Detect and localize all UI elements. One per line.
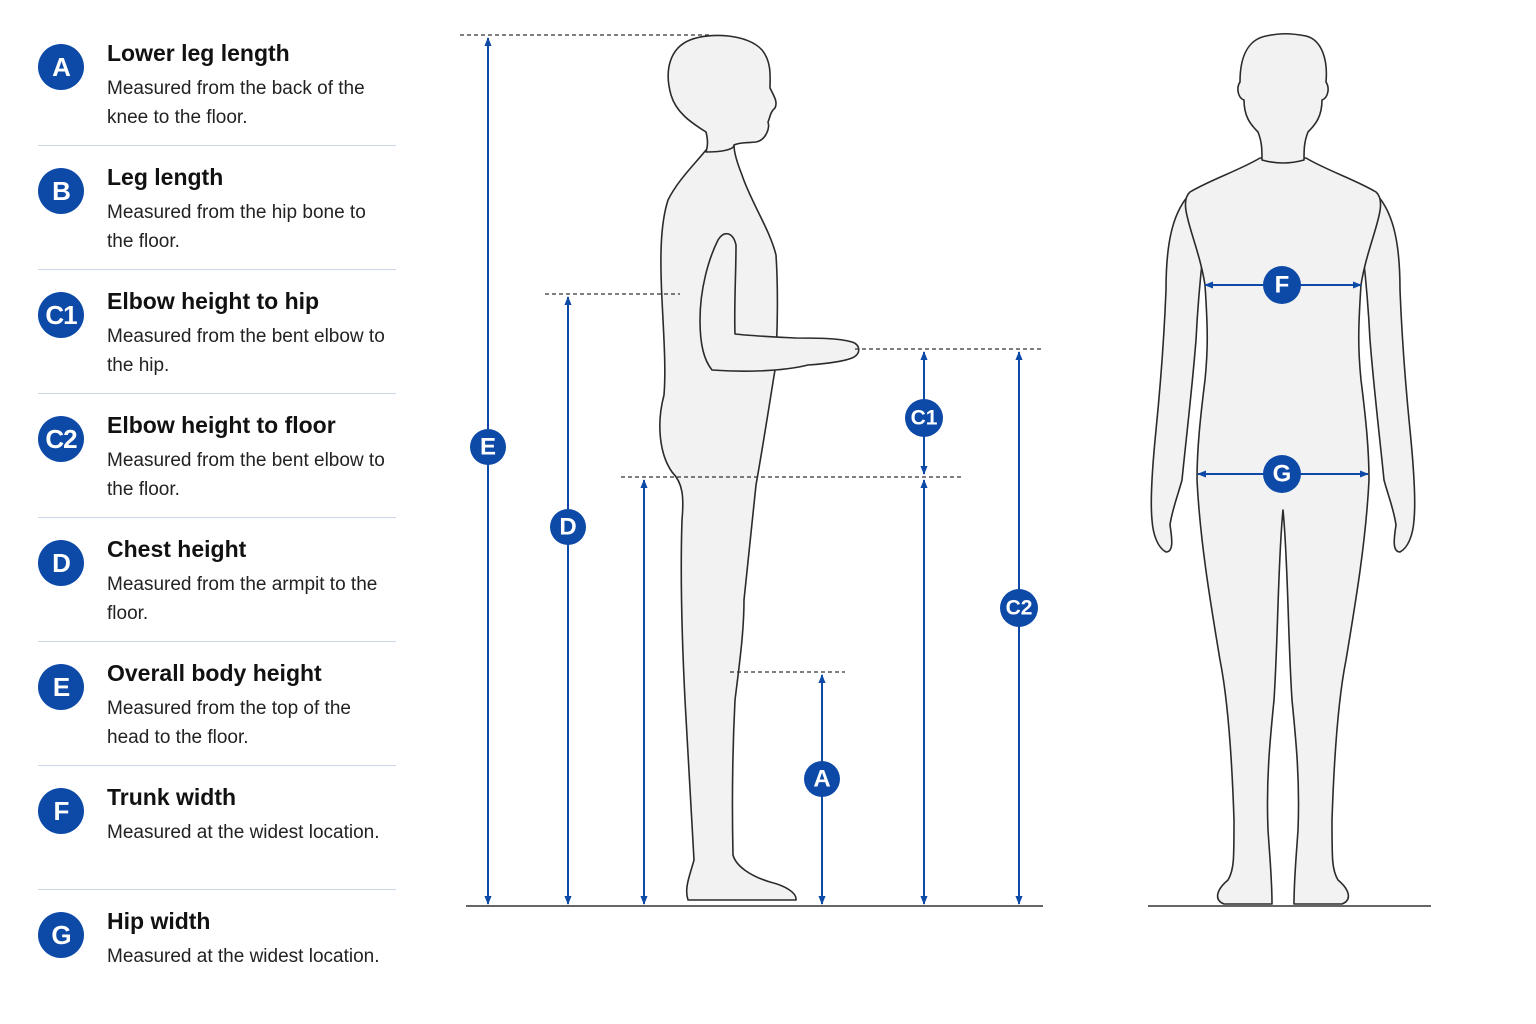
marker-g-label: G xyxy=(1273,461,1292,488)
marker-a-label: A xyxy=(813,766,830,793)
legend-title-e: Overall body height xyxy=(107,660,322,686)
legend-item-c2: C2 Elbow height to floor Measured from t… xyxy=(38,394,396,518)
legend-item-a: A Lower leg length Measured from the bac… xyxy=(38,22,396,146)
marker-g: G xyxy=(1263,455,1301,493)
marker-c2: C2 xyxy=(1000,589,1038,627)
legend-title-b: Leg length xyxy=(107,164,224,190)
legend-desc-g: Measured at the widest location. xyxy=(107,946,380,967)
marker-d: D xyxy=(550,509,586,545)
legend-badge-b: B xyxy=(38,168,84,214)
marker-e: E xyxy=(470,429,506,465)
legend-desc-a: Measured from the back of the knee to th… xyxy=(107,78,365,128)
legend-item-b: B Leg length Measured from the hip bone … xyxy=(38,146,396,270)
marker-f-circle xyxy=(1263,266,1301,304)
legend-desc-c1: Measured from the bent elbow to the hip. xyxy=(107,326,385,376)
marker-d-circle xyxy=(550,509,586,545)
marker-a: A xyxy=(804,761,840,797)
legend-title-a: Lower leg length xyxy=(107,40,290,66)
legend-item-e: E Overall body height Measured from the … xyxy=(38,642,396,766)
legend-desc-f: Measured at the widest location. xyxy=(107,822,380,843)
marker-f-label: F xyxy=(1275,272,1290,299)
legend-item-f: F Trunk width Measured at the widest loc… xyxy=(38,766,396,890)
legend-badge-d: D xyxy=(38,540,84,586)
legend-desc-d: Measured from the armpit to the floor. xyxy=(107,574,378,624)
marker-d-label: D xyxy=(559,514,576,541)
legend-desc-b: Measured from the hip bone to the floor. xyxy=(107,202,366,252)
legend-item-d: D Chest height Measured from the armpit … xyxy=(38,518,396,642)
marker-c2-label: C2 xyxy=(1006,597,1033,620)
legend-badge-e: E xyxy=(38,664,84,710)
marker-c1: C1 xyxy=(905,399,943,437)
legend-badge-g: G xyxy=(38,912,84,958)
legend-desc-c2: Measured from the bent elbow to the floo… xyxy=(107,450,385,500)
legend-title-c1: Elbow height to hip xyxy=(107,288,320,314)
legend-badge-c1: C1 xyxy=(38,292,84,338)
legend-badge-c2: C2 xyxy=(38,416,84,462)
marker-f: F xyxy=(1263,266,1301,304)
marker-c2-circle xyxy=(1000,589,1038,627)
legend-title-c2: Elbow height to floor xyxy=(107,412,336,438)
legend-badge-a: A xyxy=(38,44,84,90)
marker-e-circle xyxy=(470,429,506,465)
legend-title-f: Trunk width xyxy=(107,784,237,810)
front-view-figure xyxy=(1150,32,1416,905)
legend-badge-f: F xyxy=(38,788,84,834)
measurement-legend: A Lower leg length Measured from the bac… xyxy=(38,22,396,1014)
marker-c1-circle xyxy=(905,399,943,437)
legend-desc-e: Measured from the top of the head to the… xyxy=(107,698,351,748)
marker-g-circle xyxy=(1263,455,1301,493)
legend-item-g: G Hip width Measured at the widest locat… xyxy=(38,890,396,1014)
side-view-figure xyxy=(659,34,860,901)
marker-a-circle xyxy=(804,761,840,797)
legend-title-g: Hip width xyxy=(107,908,211,934)
marker-c1-label: C1 xyxy=(911,407,938,430)
legend-item-c1: C1 Elbow height to hip Measured from the… xyxy=(38,270,396,394)
marker-e-label: E xyxy=(480,434,496,461)
legend-title-d: Chest height xyxy=(107,536,247,562)
